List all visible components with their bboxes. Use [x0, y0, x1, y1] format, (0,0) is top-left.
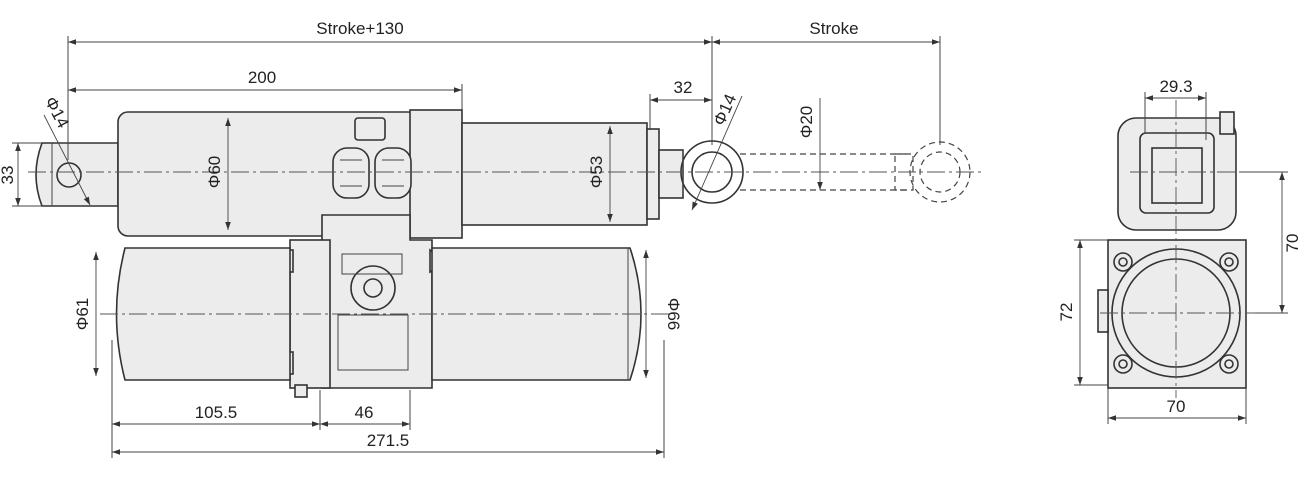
switch-block [354, 117, 386, 141]
end-view [1074, 92, 1288, 424]
dim-70-right: 70 [1283, 234, 1302, 253]
dim-70-bottom: 70 [1167, 397, 1186, 416]
dim-46: 46 [355, 403, 374, 422]
side-view [12, 36, 985, 458]
dim-105-5: 105.5 [195, 403, 238, 422]
inner-tube [461, 122, 648, 226]
dim-phi60: Φ60 [205, 156, 224, 188]
dim-72: 72 [1057, 303, 1076, 322]
dim-stroke-plus-130: Stroke+130 [316, 19, 403, 38]
grip-right [374, 147, 412, 199]
dim-200: 200 [248, 68, 276, 87]
dim-phi66: Φ66 [664, 298, 683, 330]
dim-32: 32 [674, 78, 693, 97]
cylinder-collar [409, 109, 463, 239]
dim-271-5: 271.5 [367, 431, 410, 450]
dim-stroke: Stroke [809, 19, 858, 38]
gear-shaft [350, 265, 396, 311]
end-view-top-cap [1117, 117, 1237, 231]
dim-phi61: Φ61 [73, 298, 92, 330]
grip-left [332, 147, 370, 199]
dim-29-3: 29.3 [1159, 77, 1192, 96]
dim-33: 33 [0, 166, 17, 185]
dim-phi20: Φ20 [797, 106, 816, 138]
dim-phi53: Φ53 [587, 156, 606, 188]
rear-clevis [35, 142, 119, 207]
